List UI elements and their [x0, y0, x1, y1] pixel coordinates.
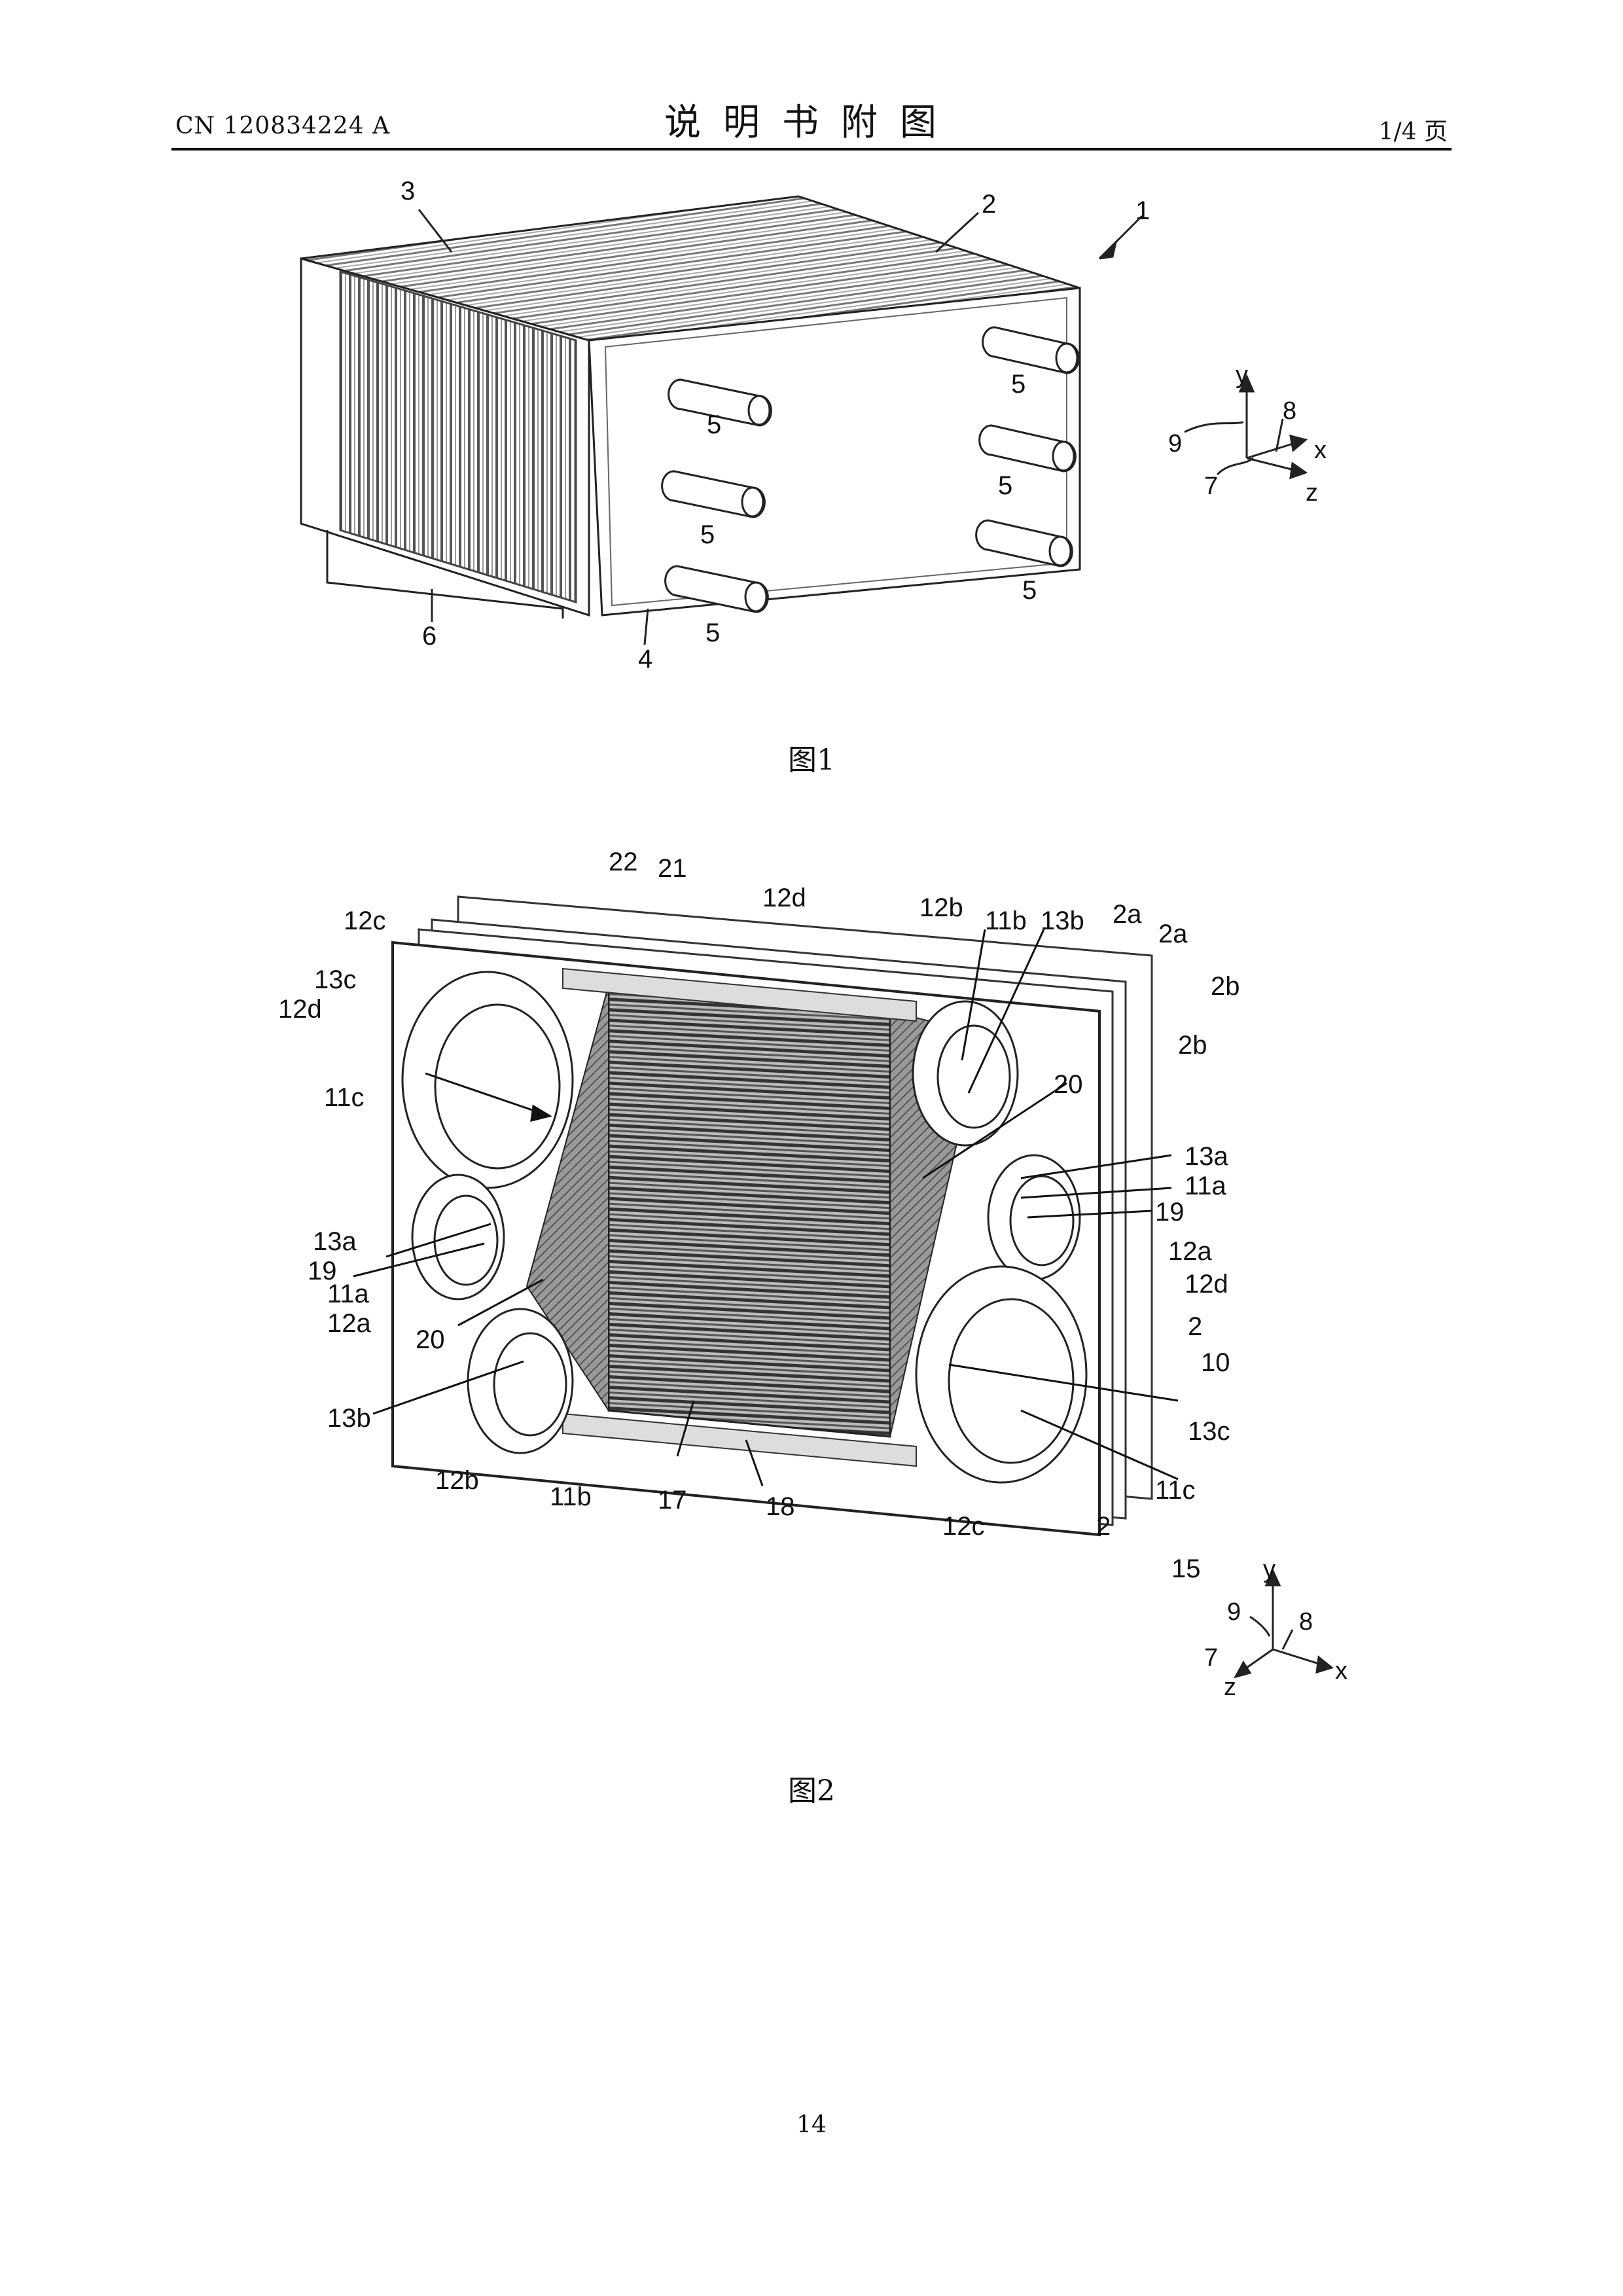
label-12b-top: 12b: [919, 893, 963, 922]
label-13c-left: 13c: [314, 965, 357, 994]
label-12c-top: 12c: [344, 906, 386, 935]
label-11b-bottom: 11b: [550, 1482, 592, 1511]
label-15: 15: [1171, 1554, 1201, 1583]
label-13a-right: 13a: [1185, 1142, 1228, 1171]
figure-2-drawing: 12c 13c 12d 11c 22 21 12d 12b 11b 13b 2a…: [0, 0, 1623, 1734]
label-2a-front: 2a: [1113, 900, 1142, 929]
label-19-left: 19: [308, 1257, 337, 1285]
label-12b-bottom: 12b: [435, 1466, 479, 1495]
label-2b-front: 2b: [1178, 1031, 1207, 1060]
label-20-right: 20: [1054, 1070, 1083, 1099]
label-12d-top: 12d: [762, 884, 806, 912]
label-22: 22: [609, 848, 638, 876]
page-number: 14: [0, 2111, 1623, 2138]
axis-x-label-2: x: [1335, 1657, 1347, 1685]
label-11b-top: 11b: [985, 906, 1027, 935]
label-13a-left: 13a: [313, 1227, 357, 1256]
label-12c-bottom: 12c: [942, 1512, 985, 1541]
label-13b-left: 13b: [327, 1404, 371, 1433]
axis-triad-2: [1236, 1571, 1332, 1677]
axis-z-label-2: z: [1224, 1674, 1236, 1701]
label-18: 18: [766, 1492, 795, 1521]
axis-y-label-2: y: [1263, 1556, 1275, 1583]
label-12d-right: 12d: [1185, 1270, 1228, 1299]
label-2a-back: 2a: [1158, 920, 1188, 948]
label-12a-right: 12a: [1168, 1237, 1212, 1266]
label-axis-9-2: 9: [1227, 1598, 1241, 1626]
label-20-left: 20: [416, 1325, 445, 1354]
label-2b-back: 2b: [1211, 972, 1240, 1001]
label-12d-left: 12d: [278, 995, 322, 1024]
label-12a-left: 12a: [327, 1309, 371, 1338]
label-2-bottom: 2: [1096, 1512, 1111, 1541]
label-13b-top: 13b: [1041, 906, 1084, 935]
label-13c-right: 13c: [1188, 1417, 1230, 1446]
label-2-right: 2: [1188, 1312, 1202, 1341]
label-11a-right: 11a: [1185, 1172, 1227, 1200]
label-10: 10: [1201, 1348, 1230, 1377]
label-11c-left: 11c: [324, 1083, 365, 1112]
label-axis-7-2: 7: [1204, 1644, 1218, 1672]
label-19-right: 19: [1155, 1198, 1185, 1227]
label-21: 21: [658, 854, 687, 883]
label-17: 17: [658, 1486, 687, 1515]
figure-2-caption: 图2: [0, 1767, 1623, 1809]
label-11c-right: 11c: [1155, 1476, 1196, 1505]
label-axis-8-2: 8: [1299, 1608, 1313, 1636]
